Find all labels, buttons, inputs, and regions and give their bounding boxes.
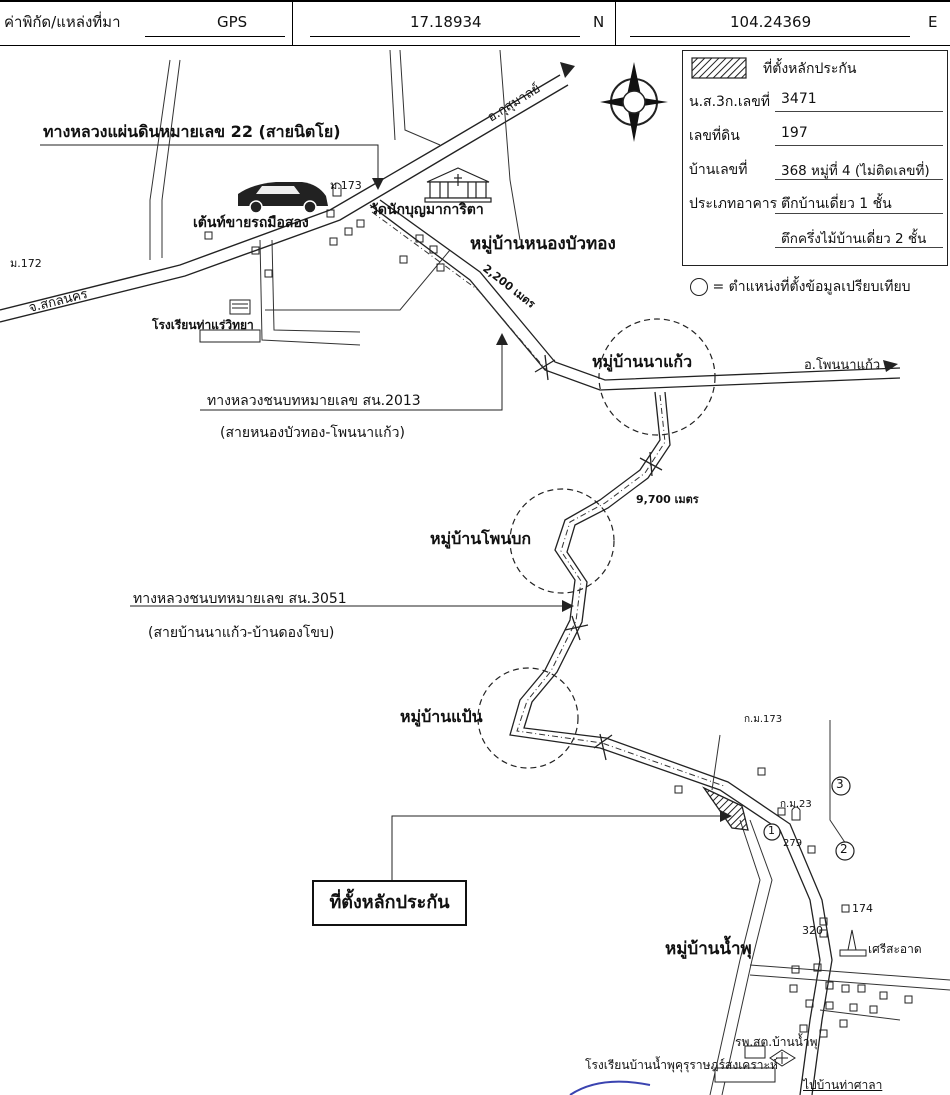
house-320-label: 320 <box>802 924 823 937</box>
longitude-value: 104.24369 <box>730 13 812 31</box>
school-top-label: โรงเรียนท่าแร่วิทยา <box>152 318 254 332</box>
comparison-note: = ตำแหน่งที่ตั้งข้อมูลเปรียบเทียบ <box>712 279 911 295</box>
latitude-value: 17.18934 <box>410 13 482 31</box>
temple-label: วัดนักบุญมาการิตา <box>370 202 484 218</box>
km-172-label: ม.172 <box>10 257 42 270</box>
building-type-label: ประเภทอาคาร <box>689 196 778 212</box>
road-3051 <box>509 391 821 1095</box>
underline <box>310 36 580 37</box>
underline <box>630 36 910 37</box>
temple-icon <box>424 167 492 203</box>
coordinate-label: ค่าพิกัด/แหล่งที่มา <box>4 13 121 31</box>
village-na-kaeo-label: หมู่บ้านนาแก้ว <box>592 352 693 371</box>
building-type-value-1: ตึกบ้านเดี่ยว 1 ชั้น <box>781 196 892 212</box>
circle-icon <box>690 278 708 296</box>
school-icon <box>199 299 776 1083</box>
underline <box>775 179 943 180</box>
house-no-label: บ้านเลขที่ <box>689 162 748 178</box>
hospital-icon <box>769 1049 796 1067</box>
village-paen-circle <box>477 667 579 769</box>
deed-value: 3471 <box>781 91 817 107</box>
divider <box>615 2 616 46</box>
km-post-icon <box>332 182 801 821</box>
underline <box>775 145 943 146</box>
km-23-label: ก.ม.23 <box>780 799 812 810</box>
village-phon-bok-circle <box>509 488 615 594</box>
village-nong-bua-thong-label: หมู่บ้านหนองบัวทอง <box>470 234 616 254</box>
km-173-top-label: ม.173 <box>330 179 362 192</box>
hatch-swatch-icon <box>691 57 747 79</box>
underline <box>775 111 943 112</box>
comparison-marker-3 <box>831 776 851 796</box>
comparison-marker-1 <box>763 823 781 841</box>
coordinate-source: GPS <box>217 13 248 31</box>
land-no-label: เลขที่ดิน <box>689 128 740 144</box>
village-na-kaeo-circle <box>598 318 716 436</box>
temple-si-sa-at-label: เศรีสะอาด <box>868 942 922 956</box>
longitude-direction: E <box>928 13 938 31</box>
car-icon <box>238 182 328 214</box>
road-3051-sub-label: (สายบ้านนาแก้ว-บ้านดองโขบ) <box>148 625 335 641</box>
house-markers <box>204 209 913 1038</box>
legend-box: ที่ตั้งหลักประกัน น.ส.3ก.เลขที่ 3471 เลข… <box>682 50 948 266</box>
km-173-bottom-label: ก.ม.173 <box>744 714 783 725</box>
underline <box>145 36 285 37</box>
marker-3-label: 3 <box>836 777 844 791</box>
marker-2-label: 2 <box>840 842 848 856</box>
stupa-icon <box>839 929 867 957</box>
village-paen-label: หมู่บ้านแป้น <box>400 707 483 726</box>
to-phon-na-kaeo-label: อ.โพนนาแก้ว <box>804 358 881 373</box>
deed-label: น.ส.3ก.เลขที่ <box>689 94 771 110</box>
north-arrow-icon <box>600 62 668 142</box>
pledge-location-box: ที่ตั้งหลักประกัน <box>312 880 467 926</box>
village-nam-phu-label: หมู่บ้านน้ำพุ <box>665 939 752 959</box>
health-center-label: รพ.สต.บ้านน้ำพุ <box>735 1035 818 1049</box>
school-bottom-label: โรงเรียนบ้านน้ำพุคุรุราษฎร์สงเคราะห์ <box>585 1058 778 1072</box>
road-2013-label: ทางหลวงชนบทหมายเลข สน.2013 <box>207 393 421 409</box>
house-279-label: 279 <box>783 838 803 849</box>
marker-1-label: 1 <box>768 824 775 837</box>
building-type-value-2: ตึกครึ่งไม้บ้านเดี่ยว 2 ชั้น <box>781 231 927 247</box>
house-174-label: 174 <box>852 902 873 915</box>
tent-shop-label: เต้นท์ขายรถมือสอง <box>193 215 309 231</box>
distance-9700-label: 9,700 เมตร <box>636 493 699 506</box>
latitude-direction: N <box>593 13 605 31</box>
coordinate-header: ค่าพิกัด/แหล่งที่มา GPS 17.18934 N 104.2… <box>0 0 950 46</box>
road-2013 <box>369 204 901 391</box>
house-no-value: 368 หมู่ที่ 4 (ไม่ติดเลขที่) <box>781 163 930 179</box>
village-phon-bok-label: หมู่บ้านโพนบก <box>430 529 532 548</box>
road-3051-label: ทางหลวงชนบทหมายเลข สน.3051 <box>133 591 347 607</box>
underline <box>775 213 943 214</box>
comparison-legend: = ตำแหน่งที่ตั้งข้อมูลเปรียบเทียบ <box>690 276 911 298</box>
legend-pledge-label: ที่ตั้งหลักประกัน <box>763 61 857 77</box>
highway-22-label: ทางหลวงแผ่นดินหมายเลข 22 (สายนิตโย) <box>43 122 341 141</box>
comparison-marker-2 <box>835 841 855 861</box>
road-2013-sub-label: (สายหนองบัวทอง-โพนนาแก้ว) <box>220 425 405 441</box>
land-no-value: 197 <box>781 125 808 141</box>
divider <box>292 2 293 46</box>
underline <box>775 247 943 248</box>
to-tha-sala-label: ไปบ้านท่าศาลา <box>803 1078 883 1092</box>
